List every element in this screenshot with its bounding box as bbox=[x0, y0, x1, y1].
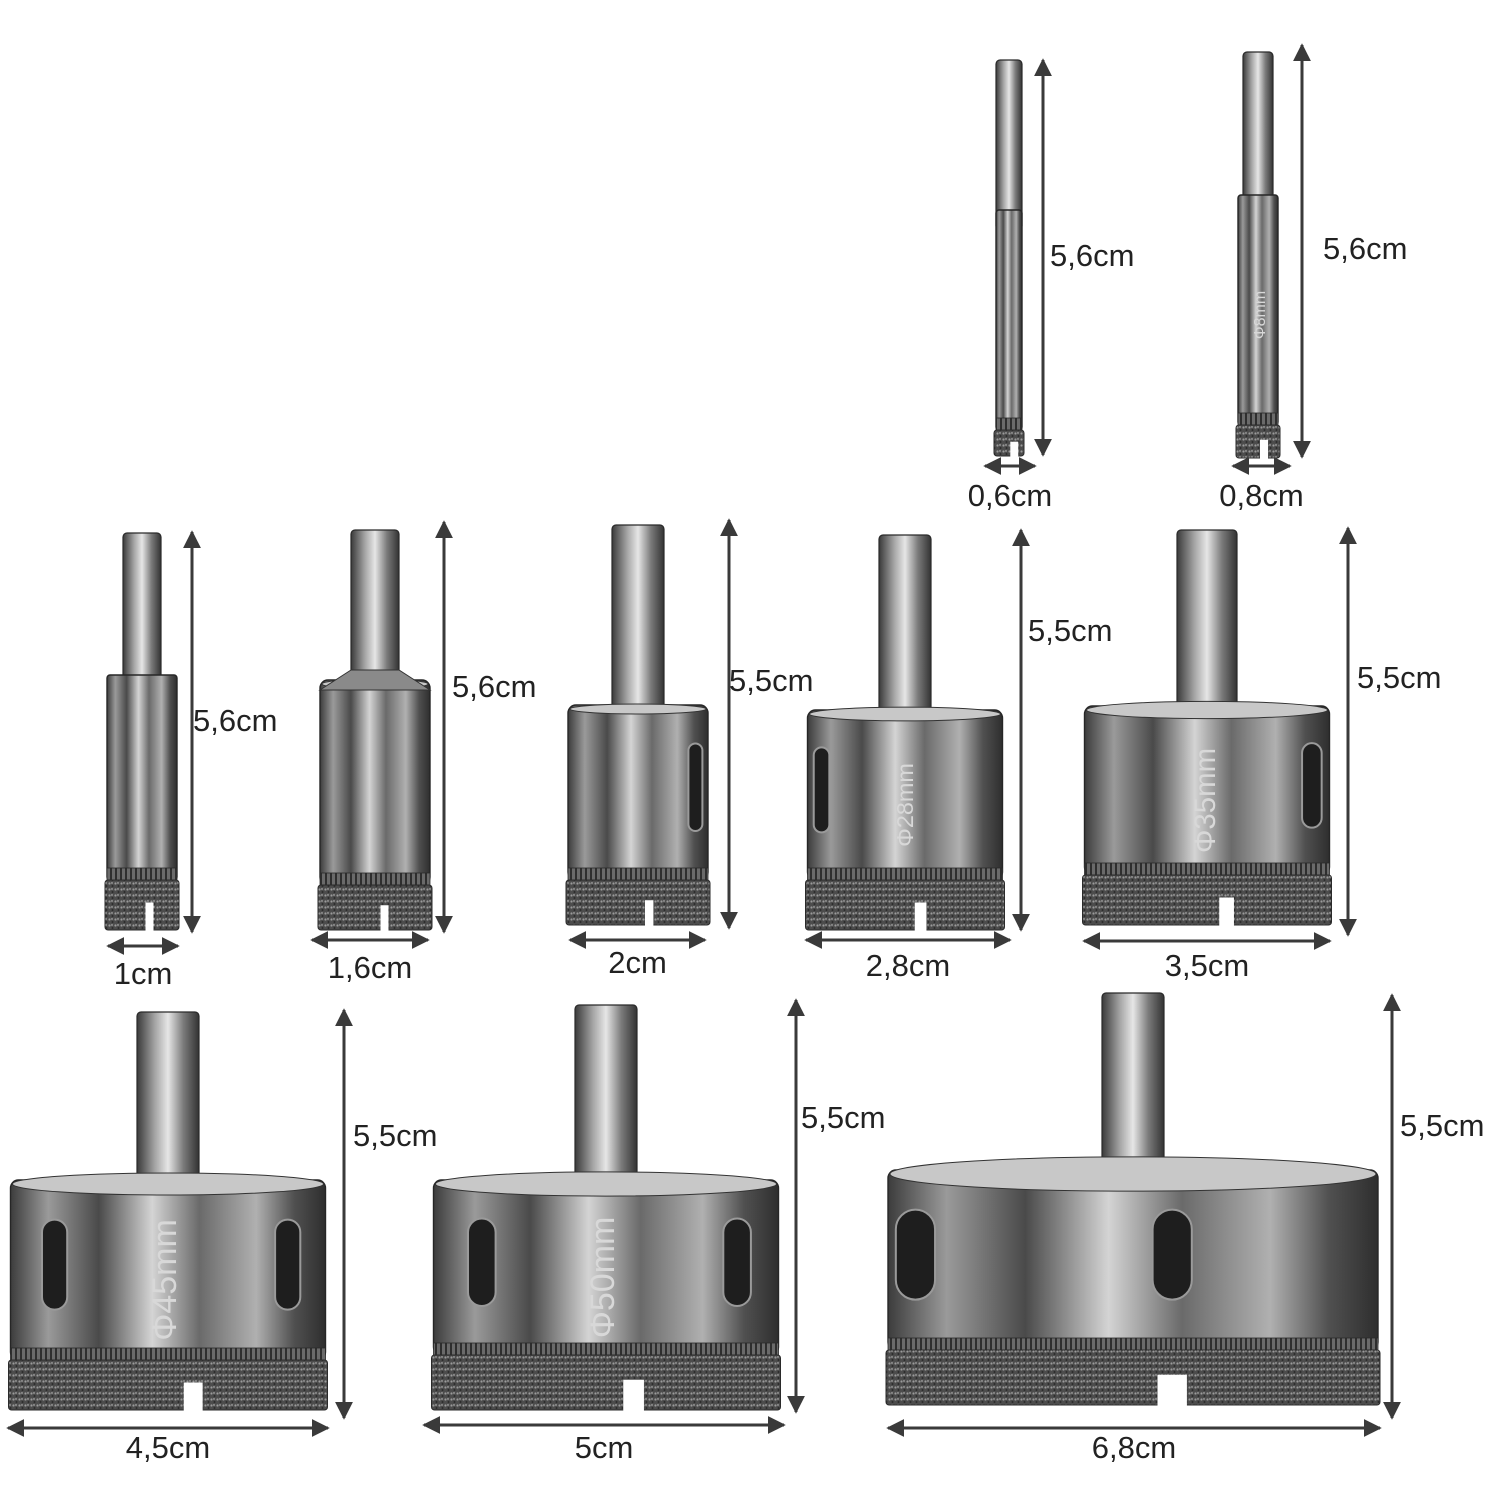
bit-6mm-diamond-edge bbox=[993, 429, 1025, 457]
bit-35mm-top-cap bbox=[1086, 700, 1328, 720]
bit-8mm-engraving: Φ8mm bbox=[1252, 291, 1269, 339]
bit-8mm-height-label: 5,6cm bbox=[1323, 231, 1408, 266]
bit-45mm-edge-notch bbox=[183, 1382, 203, 1411]
bit-35mm-diamond-edge bbox=[1082, 874, 1332, 926]
bit-45mm: Φ45mm bbox=[8, 1011, 328, 1411]
bit-68mm-slot bbox=[894, 1208, 937, 1301]
bit-20mm-top-cap bbox=[569, 703, 707, 715]
bit-45mm-engraving: Φ45mm bbox=[146, 1219, 184, 1341]
bit-16mm bbox=[317, 529, 433, 931]
bit-16mm-body bbox=[319, 679, 431, 886]
bit-45mm-slot bbox=[274, 1218, 302, 1311]
bit-16mm-height-label: 5,6cm bbox=[452, 669, 537, 704]
bit-8mm-shank bbox=[1242, 51, 1274, 216]
bit-6mm-body bbox=[995, 209, 1023, 431]
bit-28mm-height-label: 5,5cm bbox=[1028, 613, 1113, 648]
bit-50mm-diamond-edge bbox=[431, 1354, 781, 1411]
bit-10mm-diameter-label: 1cm bbox=[113, 956, 173, 991]
bit-50mm-diameter-label: 5cm bbox=[574, 1430, 634, 1465]
bit-68mm-diamond-edge bbox=[885, 1349, 1381, 1406]
bit-16mm-edge-notch bbox=[380, 905, 389, 931]
bit-16mm-diameter-label: 1,6cm bbox=[327, 950, 413, 985]
bit-16mm-taper bbox=[318, 669, 432, 691]
bit-28mm-diamond-edge bbox=[805, 879, 1005, 931]
bit-35mm-diameter-label: 3,5cm bbox=[1164, 948, 1250, 983]
bit-6mm-shank bbox=[995, 59, 1023, 231]
bit-50mm-slot bbox=[467, 1217, 497, 1307]
bit-8mm-diamond-edge bbox=[1235, 424, 1281, 459]
bit-45mm-height-label: 5,5cm bbox=[353, 1118, 438, 1153]
bit-68mm-diameter-label: 6,8cm bbox=[1091, 1430, 1177, 1465]
bit-35mm-shank bbox=[1176, 529, 1238, 717]
bit-35mm-slot bbox=[1301, 742, 1323, 829]
bit-6mm-diameter-label: 0,6cm bbox=[967, 478, 1053, 513]
bit-50mm-shank bbox=[574, 1004, 638, 1191]
bit-68mm-height-label: 5,5cm bbox=[1400, 1108, 1485, 1143]
bit-50mm-edge-notch bbox=[623, 1379, 644, 1411]
bit-68mm-edge-notch bbox=[1157, 1374, 1187, 1406]
bit-20mm-body bbox=[567, 704, 709, 881]
bit-20mm-edge-notch bbox=[645, 900, 654, 926]
bit-20mm-diameter-label: 2cm bbox=[608, 945, 667, 980]
bit-20mm-slot bbox=[687, 742, 704, 832]
bit-10mm-height-label: 5,6cm bbox=[193, 703, 278, 738]
bit-8mm-edge-notch bbox=[1260, 439, 1268, 459]
bit-20mm-shank bbox=[611, 524, 665, 716]
bit-35mm-height-label: 5,5cm bbox=[1357, 660, 1442, 695]
bit-10mm-diamond-edge bbox=[104, 879, 180, 931]
bit-6mm bbox=[993, 59, 1025, 457]
bit-45mm-top-cap bbox=[12, 1172, 324, 1196]
bit-28mm-edge-notch bbox=[914, 902, 927, 931]
bit-68mm-body bbox=[887, 1169, 1379, 1351]
bit-50mm-height-label: 5,5cm bbox=[801, 1100, 886, 1135]
bit-50mm-engraving: Φ50mm bbox=[584, 1217, 622, 1339]
bit-68mm-shank bbox=[1101, 992, 1165, 1181]
bit-20mm-height-label: 5,5cm bbox=[729, 663, 814, 698]
bit-68mm bbox=[885, 992, 1381, 1406]
bit-28mm-top-cap bbox=[809, 706, 1001, 722]
bit-6mm-edge-notch bbox=[1010, 441, 1019, 457]
bit-35mm: Φ35mm bbox=[1082, 529, 1332, 926]
bit-10mm-edge-notch bbox=[145, 902, 154, 931]
bit-45mm-shank bbox=[136, 1011, 200, 1191]
bit-50mm-top-cap bbox=[435, 1171, 777, 1197]
bit-45mm-diameter-label: 4,5cm bbox=[125, 1430, 211, 1465]
bit-10mm-body bbox=[106, 674, 178, 881]
bit-10mm-shank bbox=[122, 532, 162, 696]
bit-8mm-diameter-label: 0,8cm bbox=[1219, 478, 1304, 513]
bit-10mm bbox=[104, 532, 180, 931]
bit-28mm-slot bbox=[812, 746, 831, 834]
bit-68mm-top-cap bbox=[889, 1156, 1377, 1192]
bit-28mm-diameter-label: 2,8cm bbox=[865, 948, 951, 983]
bit-50mm-slot bbox=[722, 1217, 752, 1307]
bit-68mm-slot bbox=[1151, 1208, 1193, 1301]
bit-50mm: Φ50mm bbox=[431, 1004, 781, 1411]
bit-28mm: Φ28mm bbox=[805, 534, 1005, 931]
bit-20mm bbox=[565, 524, 711, 926]
bit-28mm-engraving: Φ28mm bbox=[892, 763, 918, 847]
bit-6mm-height-label: 5,6cm bbox=[1050, 238, 1135, 273]
bit-35mm-edge-notch bbox=[1219, 897, 1234, 926]
bit-35mm-engraving: Φ35mm bbox=[1189, 748, 1222, 853]
bit-45mm-diamond-edge bbox=[8, 1359, 328, 1411]
bit-8mm: Φ8mm bbox=[1235, 51, 1281, 459]
bit-28mm-shank bbox=[878, 534, 932, 721]
bit-45mm-slot bbox=[41, 1218, 69, 1311]
bit-16mm-shank bbox=[350, 529, 400, 691]
bit-16mm-diamond-edge bbox=[317, 884, 433, 931]
bit-20mm-diamond-edge bbox=[565, 879, 711, 926]
